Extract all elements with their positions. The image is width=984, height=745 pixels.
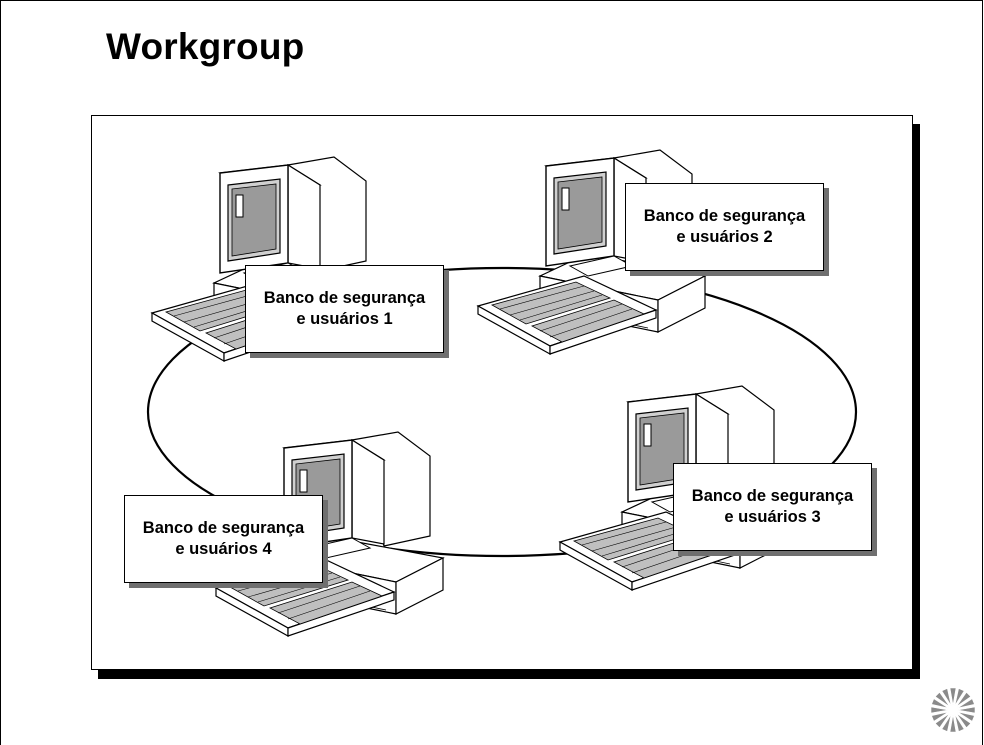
node-label-4: Banco de segurança e usuários 4 bbox=[124, 495, 323, 583]
network-ring bbox=[146, 266, 858, 558]
node-label-3: Banco de segurança e usuários 3 bbox=[673, 463, 872, 551]
slide-title: Workgroup bbox=[106, 26, 305, 67]
node-label-line: e usuários 3 bbox=[724, 508, 821, 526]
node-label-line: e usuários 4 bbox=[175, 540, 272, 558]
node-label-2: Banco de segurança e usuários 2 bbox=[625, 183, 824, 271]
corner-logo-icon bbox=[930, 687, 976, 733]
node-label-line: Banco de segurança bbox=[691, 487, 854, 505]
node-label-line: e usuários 1 bbox=[296, 310, 393, 328]
node-label-line: Banco de segurança bbox=[142, 519, 305, 537]
node-label-line: Banco de segurança bbox=[263, 289, 426, 307]
node-label-line: Banco de segurança bbox=[643, 207, 806, 225]
node-label-1: Banco de segurança e usuários 1 bbox=[245, 265, 444, 353]
node-label-line: e usuários 2 bbox=[676, 228, 773, 246]
